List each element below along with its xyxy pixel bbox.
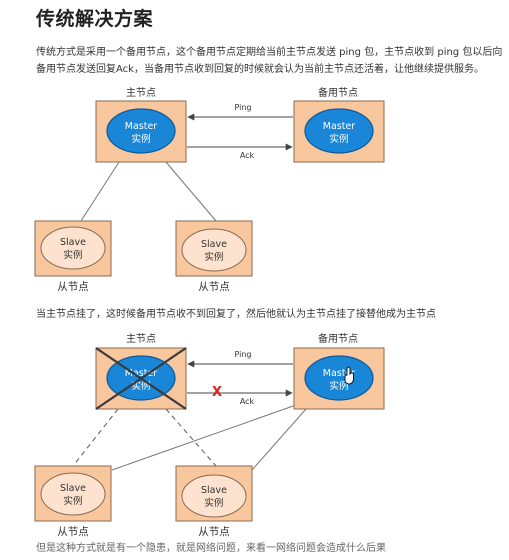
slave-caption-right: 从节点: [198, 526, 230, 538]
ack-label: Ack: [240, 397, 255, 406]
failure-x-icon: X: [212, 385, 222, 400]
page-title: 传统解决方案: [36, 8, 154, 30]
master-slave-link-left: [80, 161, 120, 222]
backup-slave-link-left: [111, 404, 297, 471]
dead-master-link-right: [165, 408, 217, 467]
master-node-failed: Master 实例: [95, 347, 187, 410]
backup-slave-link-right: [251, 408, 307, 471]
slave-node-right: Slave 实例: [175, 220, 253, 277]
backup-node: Master 实例: [293, 100, 385, 163]
slave-node-left: Slave 实例: [34, 220, 112, 277]
backup-instance-label: 实例: [329, 133, 348, 145]
master-node: Master 实例: [95, 100, 187, 163]
ping-label: Ping: [234, 103, 251, 112]
master-label: Master: [125, 368, 158, 379]
backup-label: Master: [323, 121, 356, 132]
diagram-failover: 主节点 备用节点 Master 实例 Master 实例: [34, 332, 385, 538]
slave-node-right: Slave 实例: [175, 465, 253, 522]
intro-paragraph: 传统方式是采用一个备用节点，这个备用节点定期给当前主节点发送 ping 包，主节…: [36, 47, 503, 75]
backup-label: Master: [323, 368, 356, 379]
slave-label: Slave: [201, 239, 227, 250]
dead-master-link-left: [72, 408, 119, 467]
slave-label: Slave: [60, 237, 86, 248]
master-instance-label: 实例: [131, 133, 150, 145]
hand-cursor-icon: [344, 366, 354, 385]
risk-paragraph: 但是这种方式就是有一个隐患，就是网络问题，来看一网络问题会造成什么后果: [36, 543, 386, 554]
slave-caption-right: 从节点: [198, 281, 230, 293]
slave-label: Slave: [201, 485, 227, 496]
slave-caption-left: 从节点: [57, 526, 89, 538]
failover-paragraph: 当主节点挂了，这时候备用节点收不到回复了，然后他就认为主节点挂了接替他成为主节点: [36, 309, 436, 320]
slave-label: Slave: [60, 483, 86, 494]
slave-instance-label: 实例: [204, 251, 223, 263]
master-label: Master: [125, 121, 158, 132]
slave-caption-left: 从节点: [57, 281, 89, 293]
backup-node-caption: 备用节点: [318, 332, 358, 345]
ack-label: Ack: [240, 151, 255, 160]
master-slave-link-right: [165, 161, 217, 222]
backup-node: Master 实例: [293, 347, 385, 410]
ping-label: Ping: [234, 350, 251, 359]
master-node-caption: 主节点: [126, 87, 156, 99]
backup-node-caption: 备用节点: [318, 86, 358, 99]
slave-instance-label: 实例: [204, 497, 223, 509]
slave-instance-label: 实例: [63, 495, 82, 507]
diagram-normal: 主节点 备用节点 Master 实例 Master 实例 Ping Ack Sl…: [34, 86, 385, 293]
cross-out-icon: [95, 347, 187, 410]
slave-node-left: Slave 实例: [34, 465, 112, 522]
backup-instance-label: 实例: [329, 380, 348, 392]
slave-instance-label: 实例: [63, 249, 82, 261]
master-node-caption: 主节点: [126, 333, 156, 345]
